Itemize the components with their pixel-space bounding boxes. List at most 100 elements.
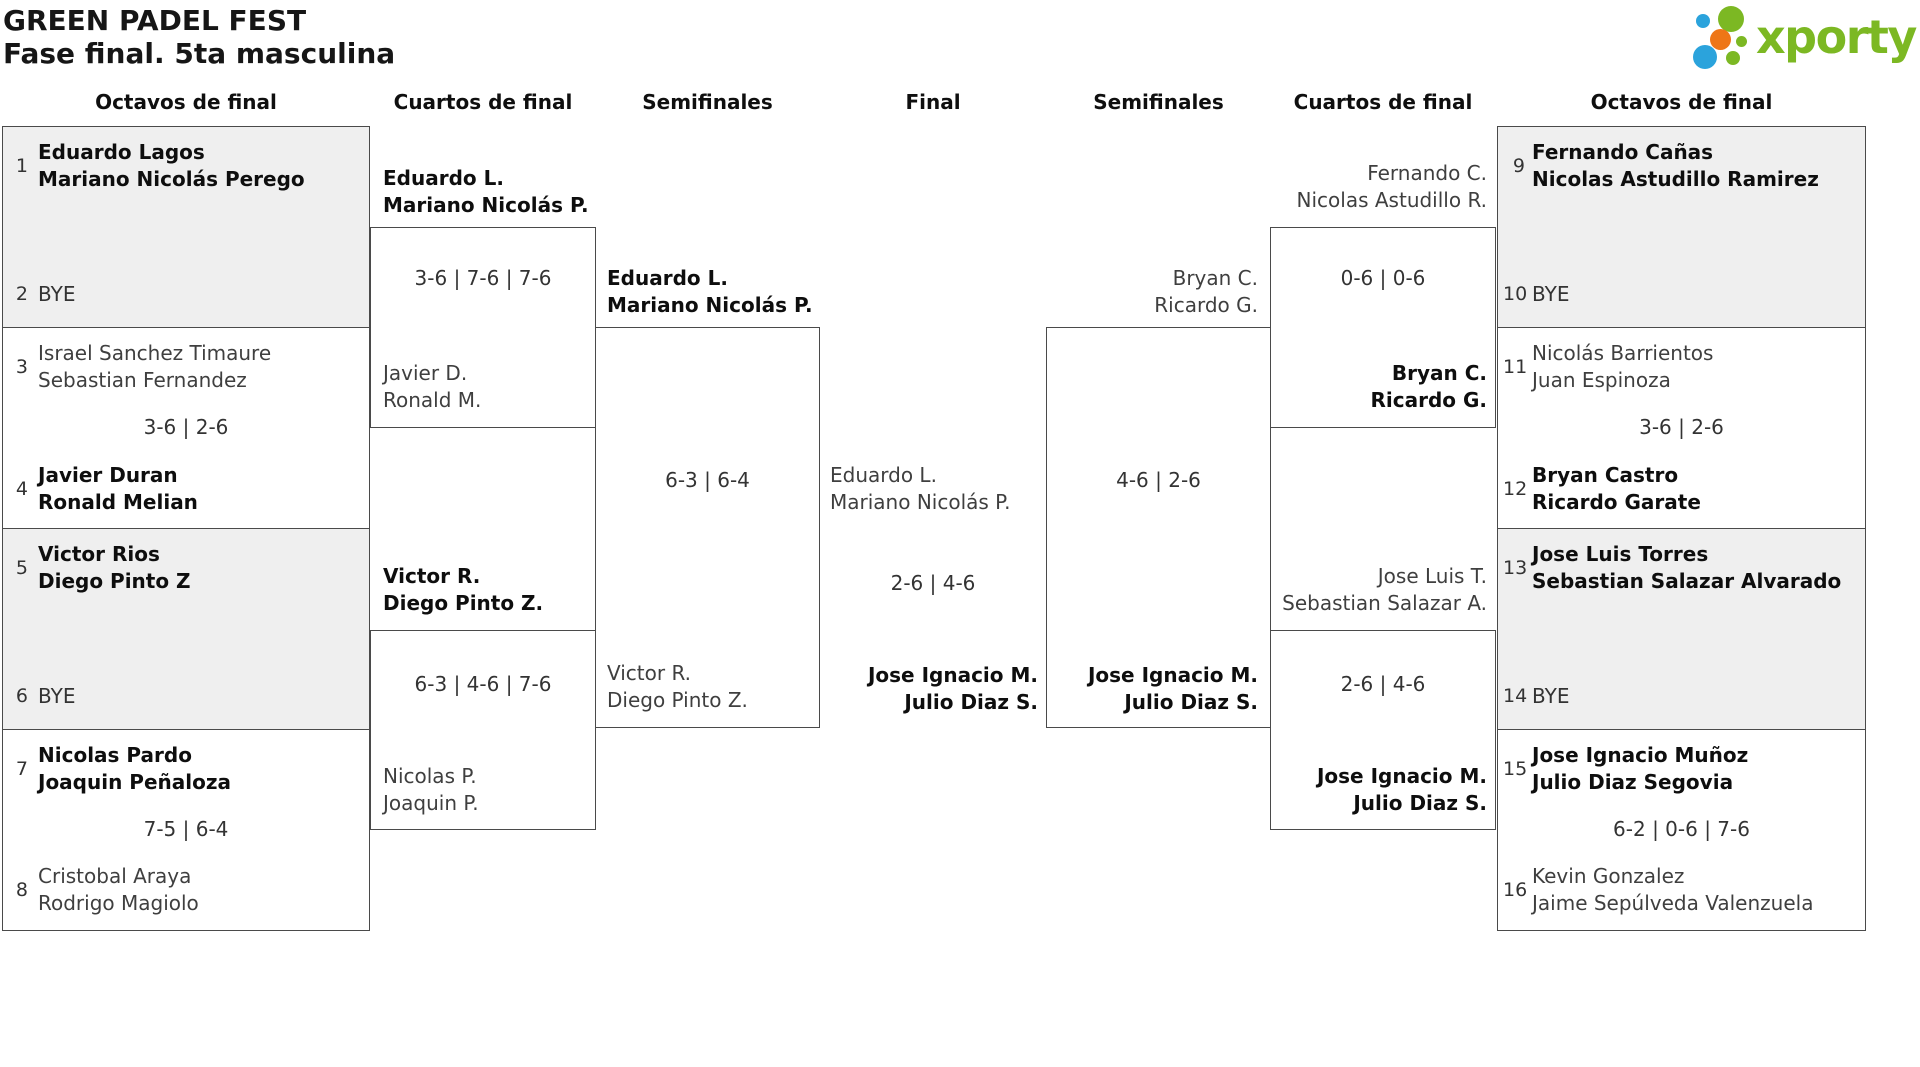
logo-dot-green-large: [1718, 6, 1744, 32]
match-box-octavos-left-3[interactable]: [2, 528, 370, 730]
header-semis-right: Semifinales: [1093, 90, 1224, 114]
finalist-label: Eduardo L. Mariano Nicolás P.: [830, 462, 1010, 516]
seed-number: 12: [1503, 478, 1528, 500]
player-name: Ricardo G.: [1370, 388, 1487, 412]
seed-number: 13: [1503, 557, 1528, 579]
player-name: Bryan C.: [1391, 361, 1487, 385]
header-semis-left: Semifinales: [642, 90, 773, 114]
match-box-cuartos-left-2[interactable]: [370, 630, 596, 830]
header-octavos-right: Octavos de final: [1590, 90, 1773, 114]
tournament-name: GREEN PADEL FEST: [3, 4, 307, 37]
seed-number: 5: [15, 557, 28, 579]
logo-wordmark: xporty: [1756, 10, 1917, 64]
seed-number: 9: [1512, 155, 1525, 177]
page-title: GREEN PADEL FEST Fase final. 5ta masculi…: [3, 4, 395, 70]
player-name: Jose Ignacio M.: [867, 663, 1038, 687]
match-score: 3-6 | 2-6: [1639, 415, 1724, 439]
seed-number: 2: [15, 283, 28, 305]
player-name: Julio Diaz Segovia: [1532, 770, 1734, 794]
team-seed-11: 11 Nicolás Barrientos Juan Espinoza: [1503, 340, 1713, 394]
player-name: Israel Sanchez Timaure: [38, 341, 272, 365]
player-name: Jose Luis T.: [1377, 564, 1487, 588]
seed-number: 1: [15, 155, 28, 177]
player-name: Sebastian Salazar Alvarado: [1532, 569, 1842, 593]
team-seed-2-bye: 2 BYE: [12, 282, 76, 306]
match-score: 3-6 | 7-6 | 7-6: [414, 266, 552, 290]
match-box-octavos-left-2[interactable]: [2, 327, 370, 529]
player-name: Victor R.: [607, 661, 691, 685]
seed-number: 4: [15, 478, 28, 500]
match-box-octavos-right-1[interactable]: [1497, 126, 1866, 328]
player-name: Sebastian Salazar A.: [1282, 591, 1487, 615]
match-box-octavos-right-3[interactable]: [1497, 528, 1866, 730]
match-score: 6-3 | 4-6 | 7-6: [414, 672, 552, 696]
phase-name: Fase final. 5ta masculina: [3, 37, 396, 70]
match-box-octavos-left-1[interactable]: [2, 126, 370, 328]
player-name: Javier D.: [383, 361, 468, 385]
player-name: Eduardo L.: [383, 166, 504, 190]
team-seed-7: 7 Nicolas Pardo Joaquin Peñaloza: [12, 742, 231, 796]
player-name: Mariano Nicolás P.: [830, 490, 1011, 514]
player-name: Bryan C.: [1172, 266, 1258, 290]
team-seed-9: 9 Fernando Cañas Nicolas Astudillo Ramir…: [1503, 139, 1819, 193]
player-name: Cristobal Araya: [38, 864, 192, 888]
team-label: Jose Ignacio M. Julio Diaz S.: [1088, 662, 1258, 716]
player-name: Mariano Nicolás P.: [383, 193, 589, 217]
logo-dot-orange: [1710, 29, 1731, 50]
team-seed-6-bye: 6 BYE: [12, 684, 76, 708]
header-cuartos-right: Cuartos de final: [1293, 90, 1473, 114]
player-name: Diego Pinto Z: [38, 569, 191, 593]
team-label: Bryan C. Ricardo G.: [1370, 360, 1487, 414]
player-name: Joaquin P.: [383, 791, 479, 815]
player-name: Victor Rios: [38, 542, 160, 566]
seed-number: 15: [1503, 758, 1528, 780]
match-box-octavos-right-4[interactable]: [1497, 729, 1866, 931]
match-box-octavos-left-4[interactable]: [2, 729, 370, 931]
team-seed-5: 5 Victor Rios Diego Pinto Z: [12, 541, 191, 595]
bye-label: BYE: [38, 684, 76, 708]
match-score: 6-3 | 6-4: [665, 468, 750, 492]
logo-dot-green-tiny: [1736, 36, 1747, 47]
team-seed-14-bye: 14 BYE: [1503, 684, 1569, 708]
team-seed-4: 4 Javier Duran Ronald Melian: [12, 462, 198, 516]
bye-label: BYE: [1532, 282, 1570, 306]
match-score: 3-6 | 2-6: [143, 415, 229, 439]
player-name: Diego Pinto Z.: [383, 591, 544, 615]
match-score: 6-2 | 0-6 | 7-6: [1613, 817, 1750, 841]
match-box-semis-right[interactable]: [1046, 327, 1271, 728]
logo-dot-blue-large: [1693, 45, 1717, 69]
player-name: Kevin Gonzalez: [1532, 864, 1685, 888]
player-name: Eduardo Lagos: [38, 140, 205, 164]
seed-number: 6: [15, 685, 28, 707]
team-seed-8: 8 Cristobal Araya Rodrigo Magiolo: [12, 863, 199, 917]
match-box-cuartos-right-1[interactable]: [1270, 227, 1496, 428]
player-name: Nicolas Astudillo Ramirez: [1532, 167, 1819, 191]
player-name: Julio Diaz S.: [904, 690, 1038, 714]
match-box-octavos-right-2[interactable]: [1497, 327, 1866, 529]
match-box-semis-left[interactable]: [595, 327, 820, 728]
player-name: Victor R.: [383, 564, 481, 588]
team-seed-1: 1 Eduardo Lagos Mariano Nicolás Perego: [12, 139, 305, 193]
player-name: Julio Diaz S.: [1353, 791, 1487, 815]
match-box-cuartos-right-2[interactable]: [1270, 630, 1496, 830]
match-score: 4-6 | 2-6: [1116, 468, 1201, 492]
player-name: Fernando C.: [1367, 161, 1487, 185]
player-name: Jose Ignacio M.: [1087, 663, 1258, 687]
player-name: Diego Pinto Z.: [607, 688, 748, 712]
team-seed-10-bye: 10 BYE: [1503, 282, 1569, 306]
seed-number: 8: [15, 879, 28, 901]
player-name: Nicolás Barrientos: [1532, 341, 1714, 365]
team-label: Eduardo L. Mariano Nicolás P.: [607, 265, 813, 319]
seed-number: 11: [1503, 356, 1528, 378]
player-name: Jose Ignacio M.: [1316, 764, 1487, 788]
player-name: Ronald Melian: [38, 490, 198, 514]
team-label: Victor R. Diego Pinto Z.: [383, 563, 543, 617]
player-name: Jose Luis Torres: [1532, 542, 1709, 566]
player-name: Jaime Sepúlveda Valenzuela: [1532, 891, 1814, 915]
player-name: Ricardo Garate: [1532, 490, 1701, 514]
team-label: Jose Luis T. Sebastian Salazar A.: [1282, 563, 1487, 617]
header-final: Final: [905, 90, 961, 114]
player-name: Nicolas Astudillo R.: [1296, 188, 1487, 212]
team-label: Fernando C. Nicolas Astudillo R.: [1297, 160, 1487, 214]
